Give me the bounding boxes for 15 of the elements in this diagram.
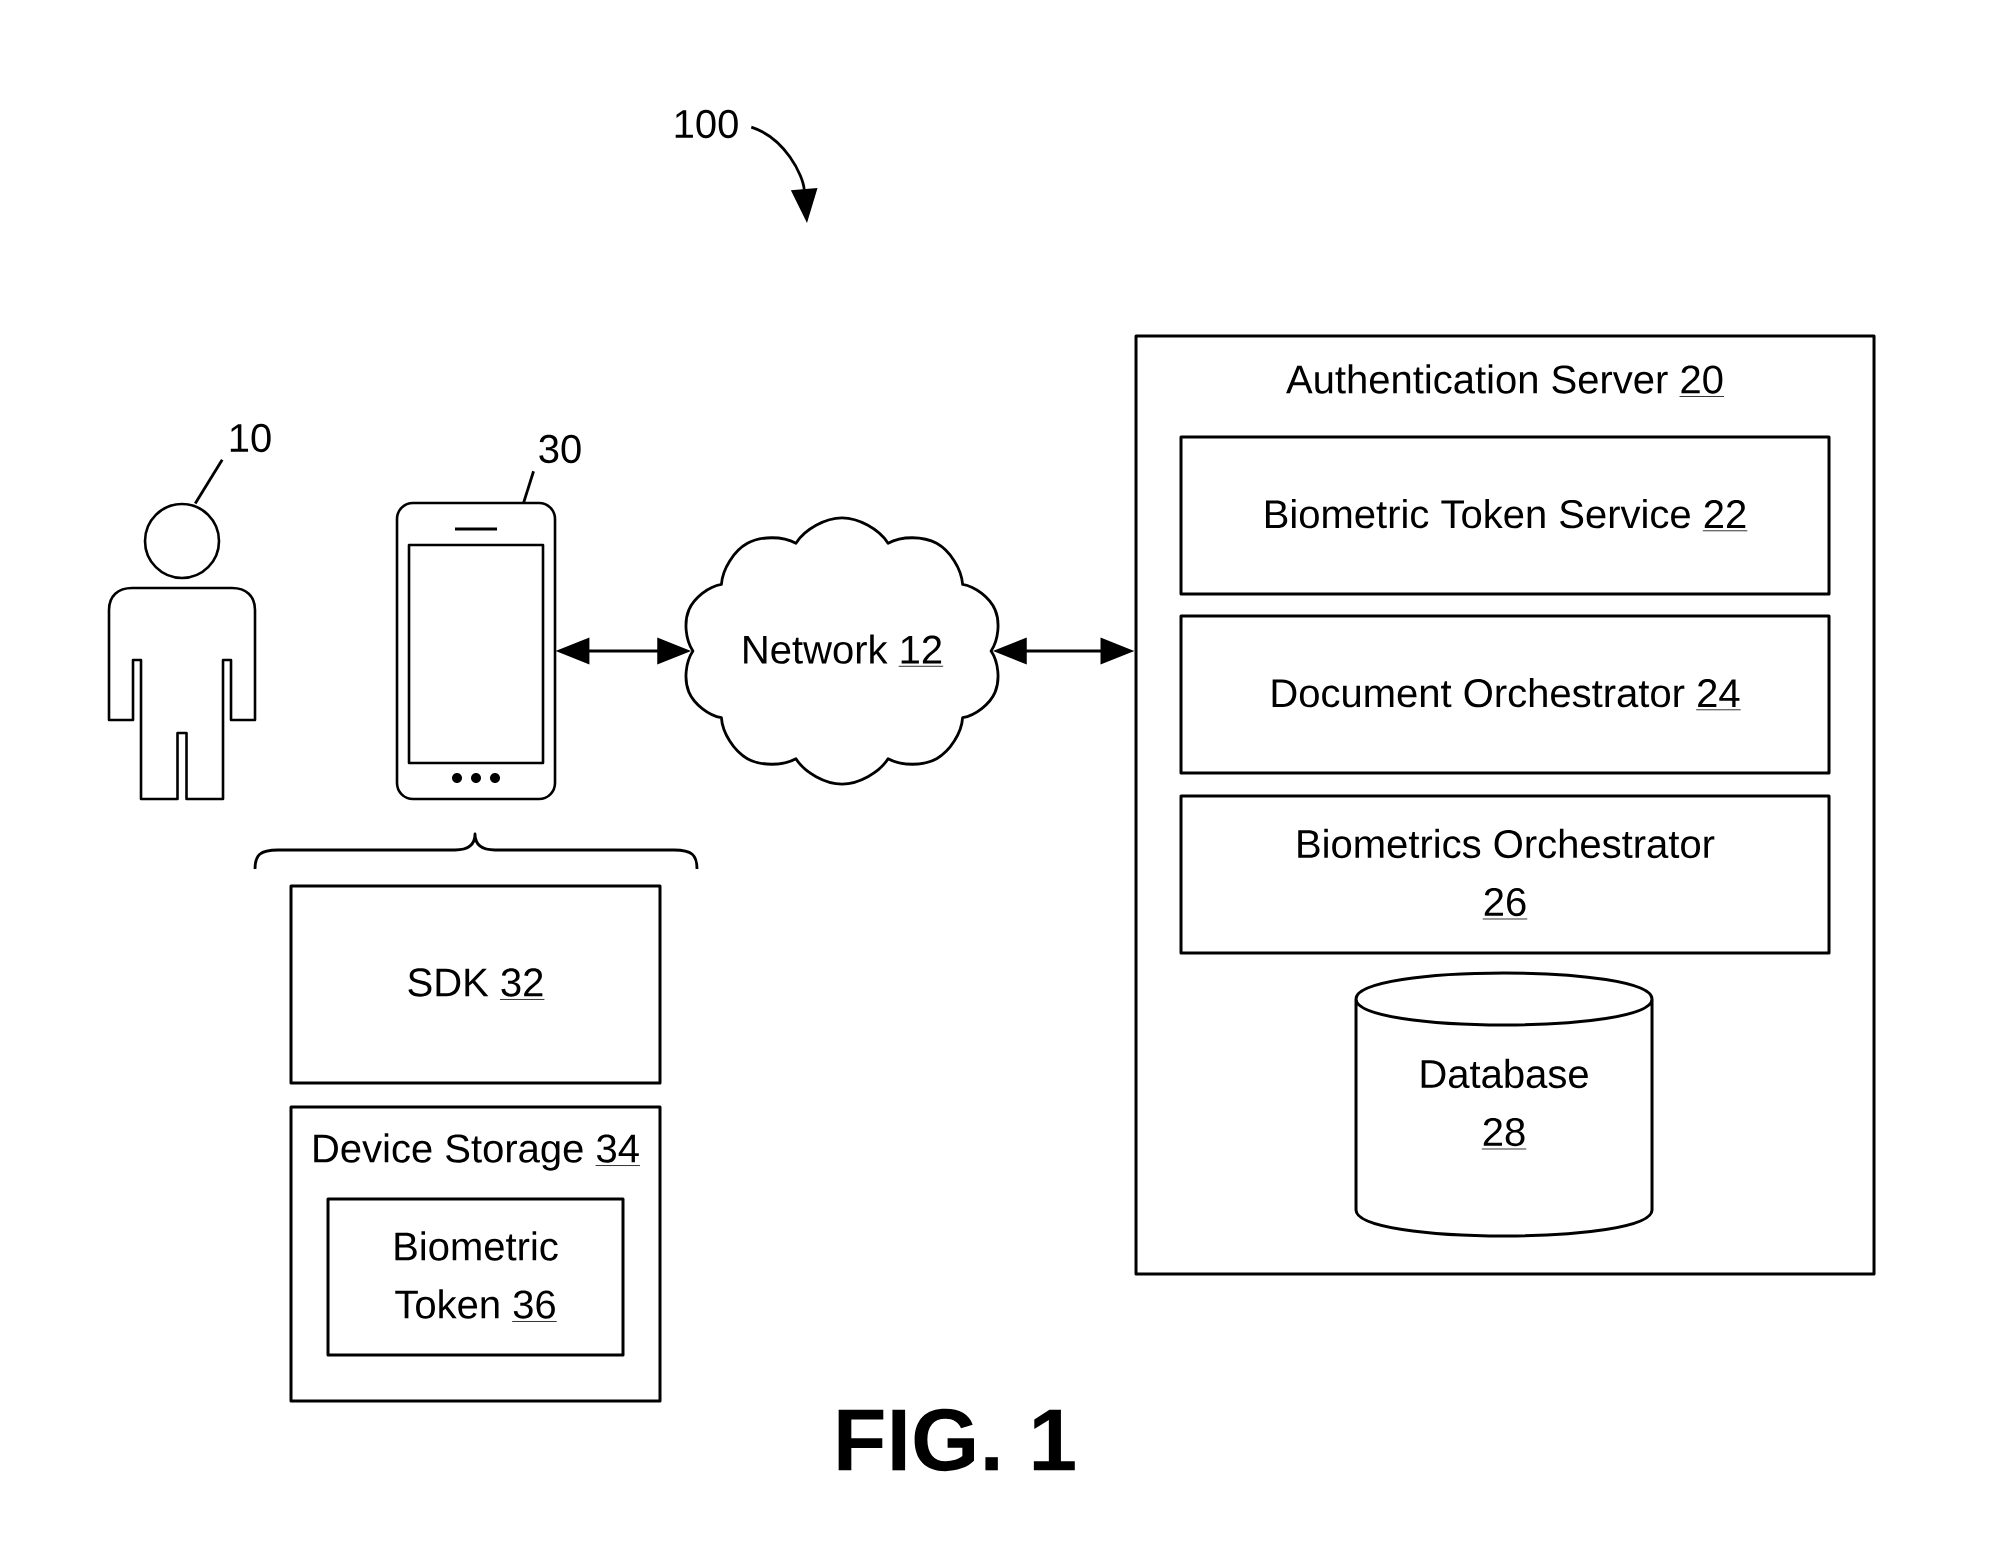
component-box: Document Orchestrator 24	[1179, 614, 1831, 775]
reference-numeral: 100	[675, 109, 738, 139]
component-box: Biometric Token 36	[326, 1197, 625, 1357]
network-cloud: Network 12	[684, 516, 1000, 786]
component-box: SDK 32	[289, 884, 662, 1085]
reference-numeral: 30	[539, 434, 581, 464]
leader-line	[194, 458, 224, 505]
database-cylinder: Database 28	[1354, 971, 1654, 1238]
component-box: Biometric Token Service 22	[1179, 435, 1831, 596]
figure-caption: FIG. 1	[838, 1408, 1075, 1472]
leader-line	[522, 470, 535, 504]
component-box: Biometrics Orchestrator 26	[1179, 794, 1831, 955]
phone-icon	[395, 501, 557, 801]
person-icon	[107, 502, 257, 801]
reference-numeral: 10	[230, 423, 271, 453]
